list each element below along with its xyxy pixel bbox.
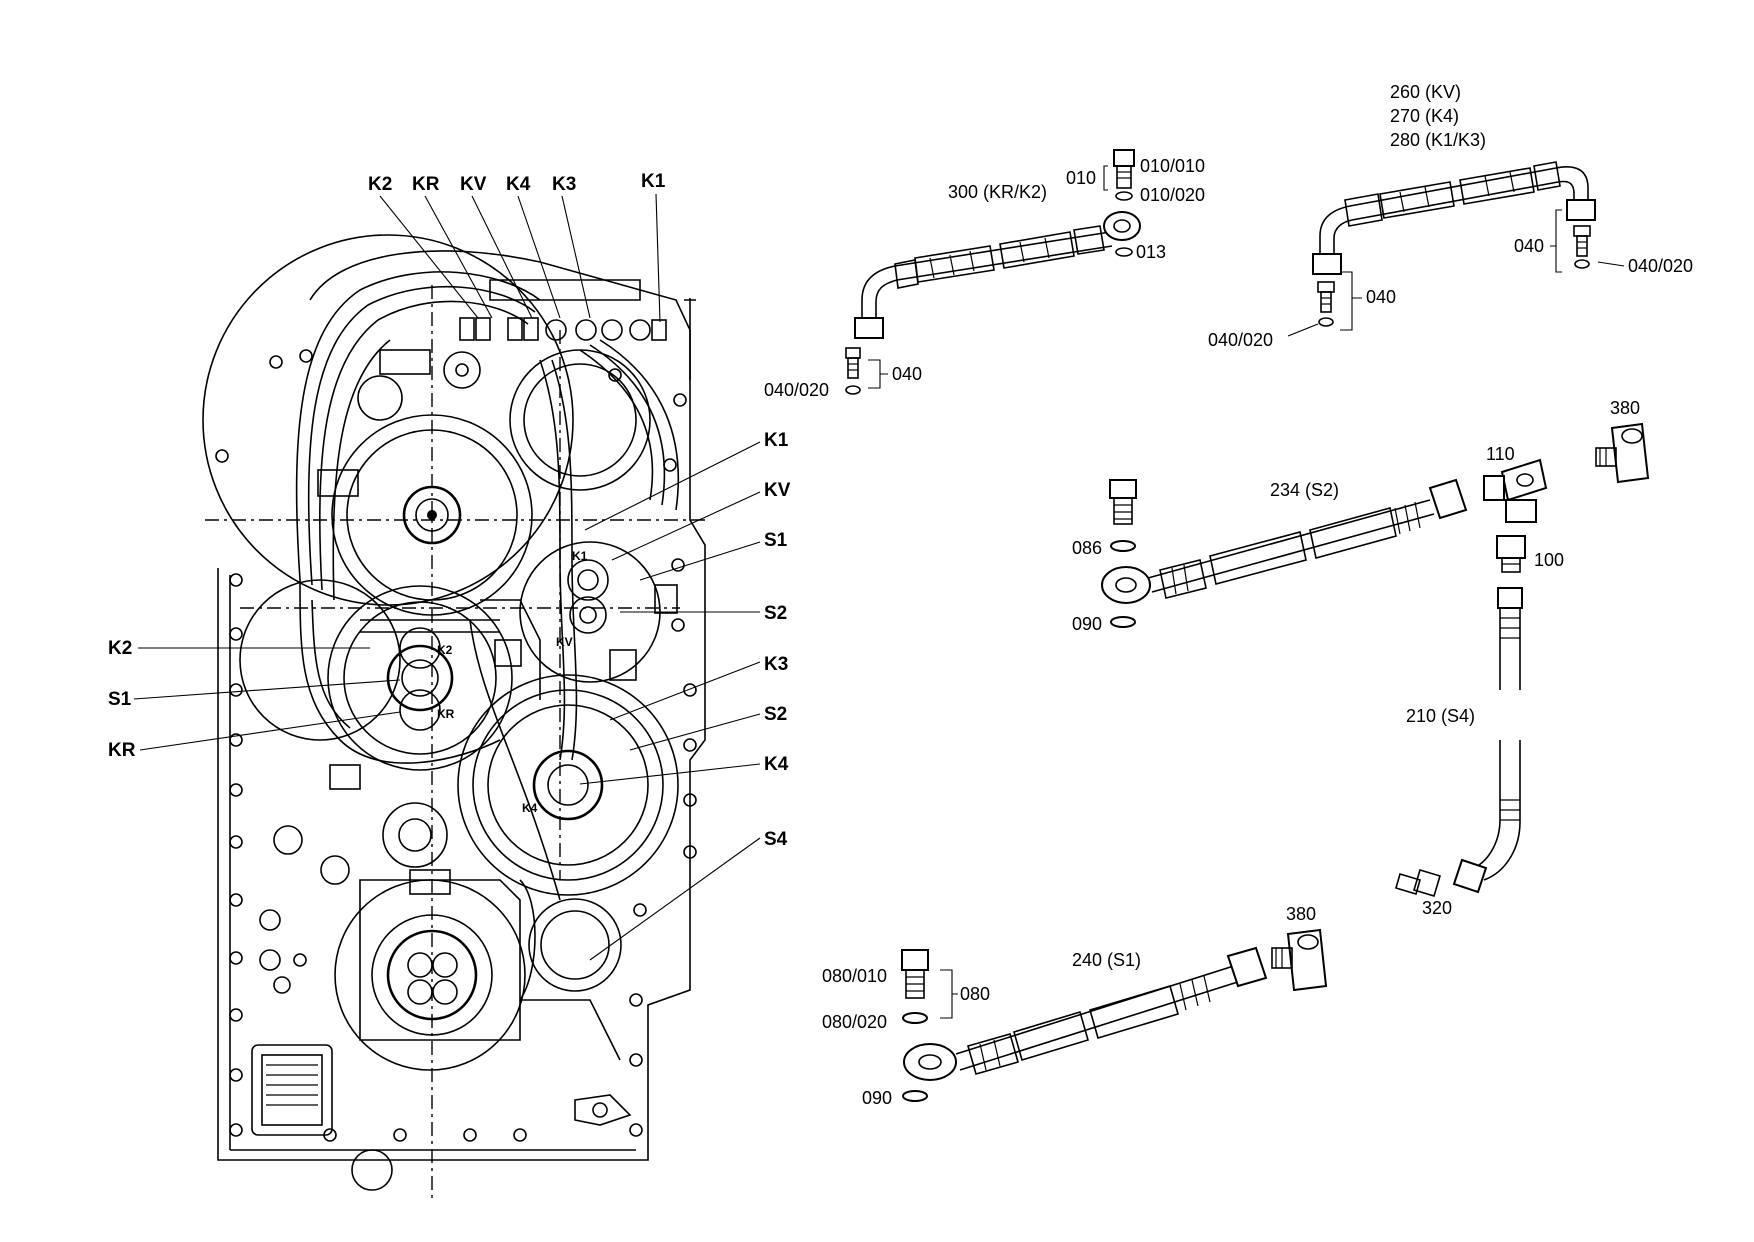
callout-left-kr: KR xyxy=(108,740,136,761)
part-040-020-mid: 040/020 xyxy=(1208,330,1273,350)
part-380-lower: 380 xyxy=(1286,904,1316,924)
housing-callouts-left: K2 S1 KR xyxy=(108,638,401,761)
callout-top-k3: K3 xyxy=(552,174,576,195)
inner-label-k2: K2 xyxy=(437,643,453,657)
inner-label-kv: KV xyxy=(556,635,573,649)
hose-assembly-260: 260 (KV) 270 (K4) 280 (K1/K3) 040 040/02… xyxy=(1208,82,1693,350)
top-connector-block xyxy=(317,279,696,895)
callout-top-k4: K4 xyxy=(506,174,531,195)
callout-top-kr: KR xyxy=(412,174,440,195)
hose-234-label: 234 (S2) xyxy=(1270,480,1339,500)
part-010: 010 xyxy=(1066,168,1096,188)
callout-top-k2: K2 xyxy=(368,174,392,195)
inner-label-k4: K4 xyxy=(522,801,538,815)
internal-pipe-bundle xyxy=(295,271,680,1061)
hose-assembly-300: 300 (KR/K2) 010 010/010 010/020 013 xyxy=(764,149,1205,400)
callout-right-s1: S1 xyxy=(764,530,788,551)
part-040-020-left: 040/020 xyxy=(764,380,829,400)
hose-assembly-210: 210 (S4) 320 xyxy=(1395,587,1523,918)
hose-280-label: 280 (K1/K3) xyxy=(1390,130,1486,150)
callout-right-kv: KV xyxy=(764,480,791,501)
part-040-mid: 040 xyxy=(1366,287,1396,307)
part-040-right: 040 xyxy=(1514,236,1544,256)
part-080: 080 xyxy=(960,984,990,1004)
part-040-left: 040 xyxy=(892,364,922,384)
hose-240-label: 240 (S1) xyxy=(1072,950,1141,970)
hose-260-label: 260 (KV) xyxy=(1390,82,1461,102)
callout-left-k2: K2 xyxy=(108,638,132,659)
part-010-010: 010/010 xyxy=(1140,156,1205,176)
right-rail-bolts xyxy=(323,393,697,1142)
hose-210-label: 210 (S4) xyxy=(1406,706,1475,726)
part-010-020: 010/020 xyxy=(1140,185,1205,205)
inner-labels: K2 KR KV K1 K4 xyxy=(437,549,588,815)
part-100: 100 xyxy=(1534,550,1564,570)
callout-right-s4: S4 xyxy=(764,829,788,850)
housing-callouts-top: K2 KR KV K4 K3 K1 xyxy=(368,171,666,323)
callout-top-kv: KV xyxy=(460,174,487,195)
inner-label-k1: K1 xyxy=(572,549,588,563)
callout-right-k3: K3 xyxy=(764,654,788,675)
part-086: 086 xyxy=(1072,538,1102,558)
hose-300-label: 300 (KR/K2) xyxy=(948,182,1047,202)
hose-assembly-234: 234 (S2) 086 090 110 100 xyxy=(1072,398,1650,634)
part-080-020: 080/020 xyxy=(822,1012,887,1032)
part-320: 320 xyxy=(1422,898,1452,918)
callout-right-s2-upper: S2 xyxy=(764,603,787,624)
callout-right-k4: K4 xyxy=(764,754,789,775)
part-080-010: 080/010 xyxy=(822,966,887,986)
part-090-upper: 090 xyxy=(1072,614,1102,634)
hose-270-label: 270 (K4) xyxy=(1390,106,1459,126)
part-013: 013 xyxy=(1136,242,1166,262)
part-110: 110 xyxy=(1486,444,1515,464)
callout-left-s1: S1 xyxy=(108,689,132,710)
callout-right-s2-lower: S2 xyxy=(764,704,787,725)
hose-assembly-240: 240 (S1) 380 080/010 080 080/020 xyxy=(822,904,1328,1108)
part-040-020-right: 040/020 xyxy=(1628,256,1693,276)
part-380-upper: 380 xyxy=(1610,398,1640,418)
housing-callouts-right: K1 KV S1 S2 K3 S2 K4 S4 xyxy=(579,430,791,961)
part-090-lower: 090 xyxy=(862,1088,892,1108)
left-rail-bolts xyxy=(215,349,313,1137)
inner-label-kr: KR xyxy=(437,707,455,721)
callout-right-k1: K1 xyxy=(764,430,789,451)
callout-top-k1: K1 xyxy=(641,171,666,192)
transmission-housing: K2 KR KV K1 K4 xyxy=(202,234,706,1200)
